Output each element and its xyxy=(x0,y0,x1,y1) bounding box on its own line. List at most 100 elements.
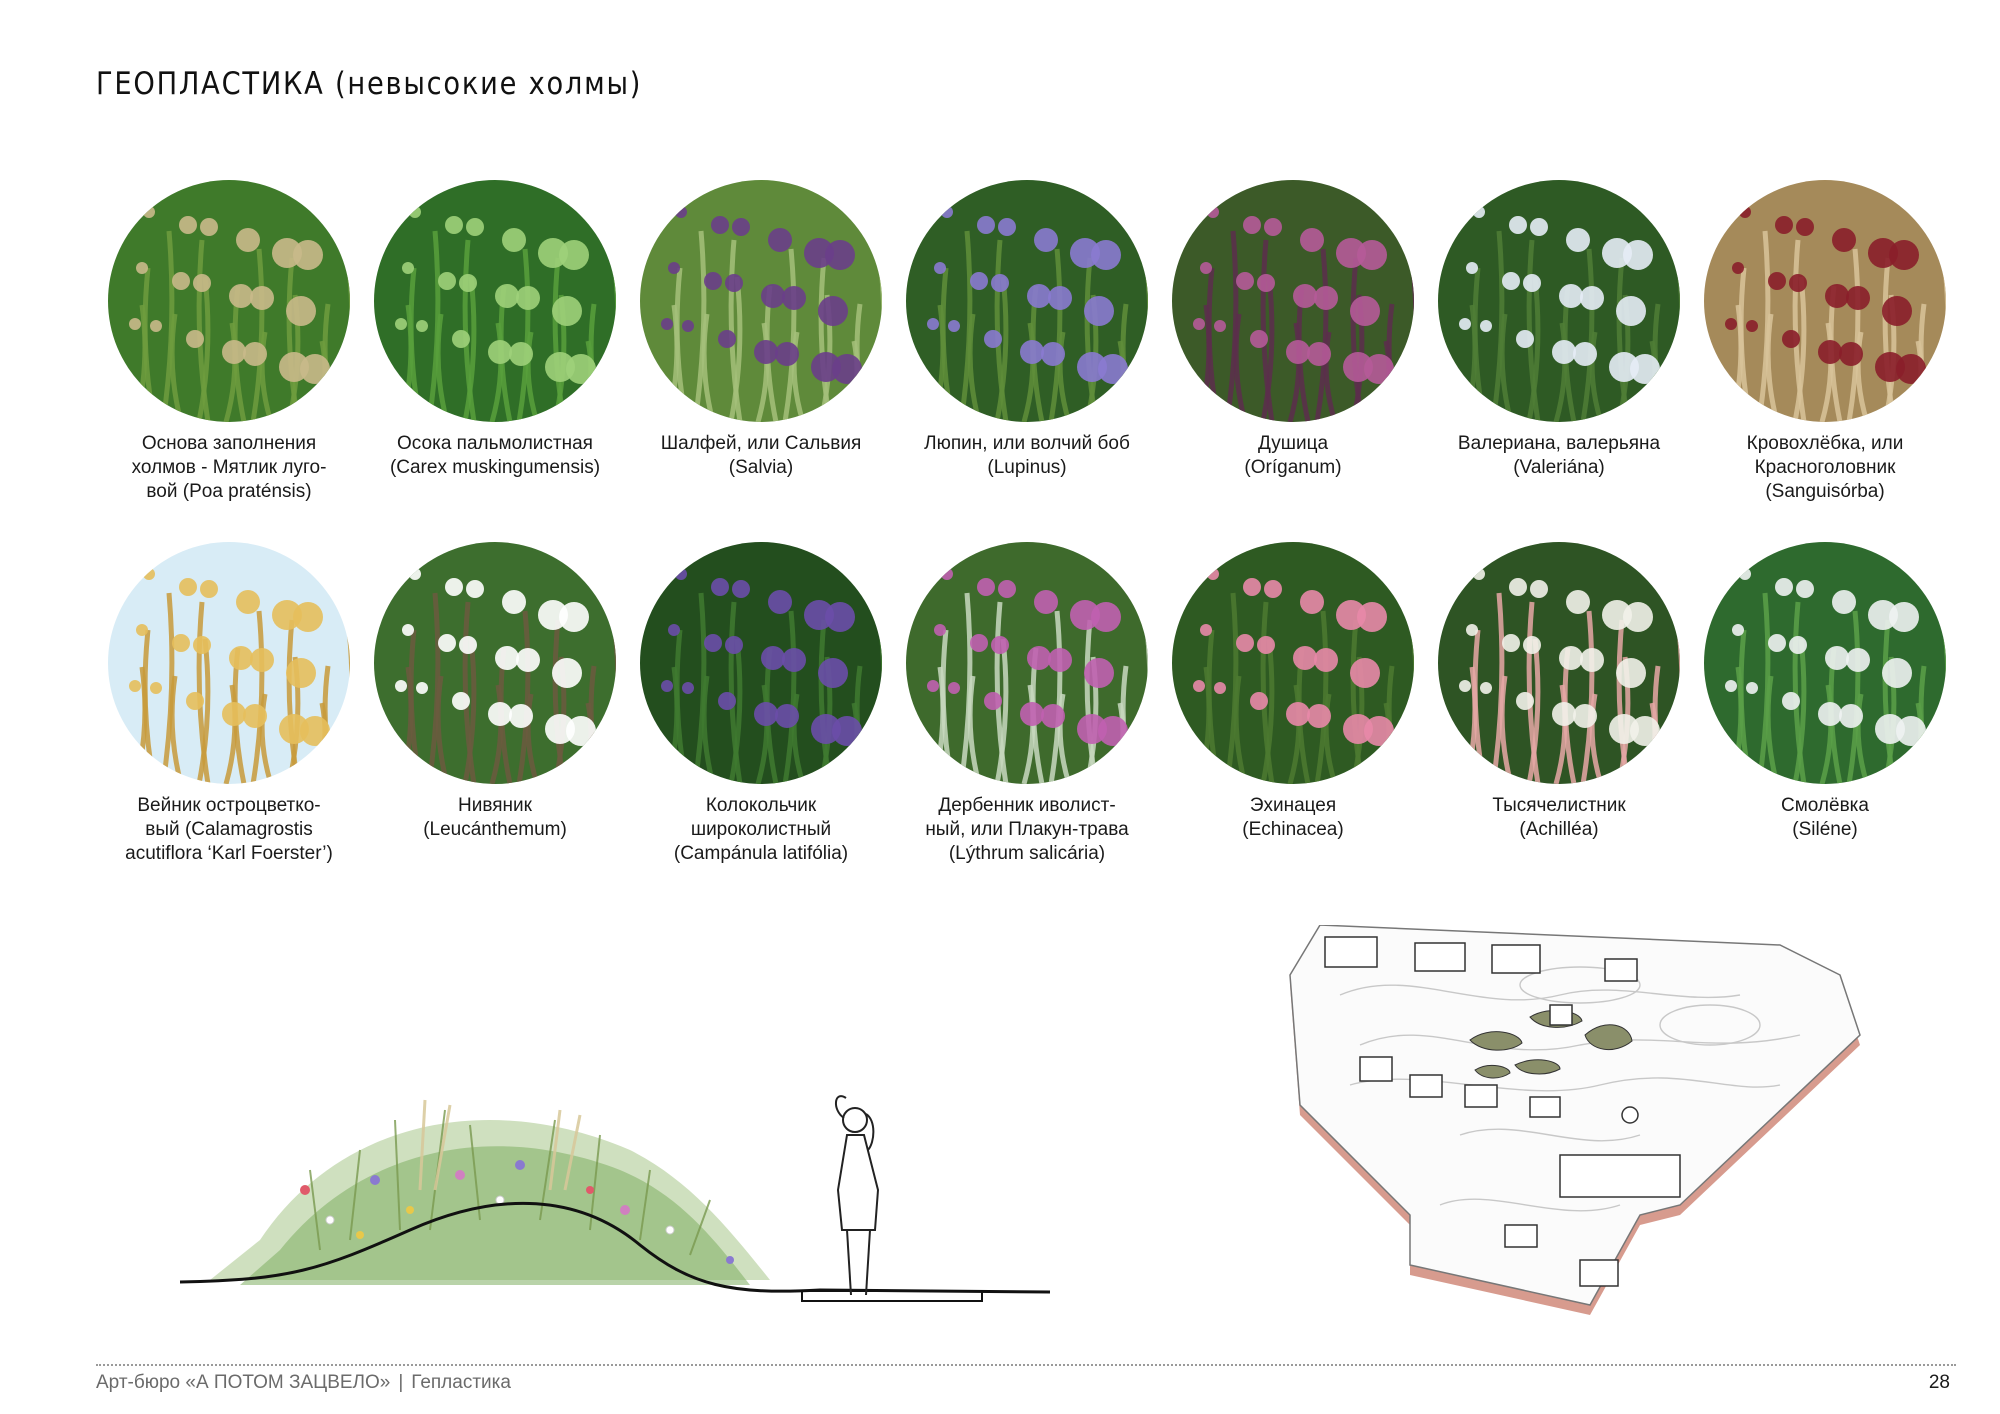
plant-card: Смолёвка (Siléne) xyxy=(1692,542,1958,842)
plant-caption-line: Красноголовник xyxy=(1754,457,1896,478)
plant-card: Люпин, или волчий боб (Lupinus) xyxy=(894,180,1160,480)
lupine-icon xyxy=(906,180,1148,422)
plant-caption-line: (Salvia) xyxy=(728,457,794,478)
plant-caption-line: Вейник остроцветко- xyxy=(137,795,321,816)
plant-caption: Тысячелистник (Achilléa) xyxy=(1426,794,1692,842)
plant-caption: Шалфей, или Сальвия (Salvia) xyxy=(628,432,894,480)
plant-caption: Смолёвка (Siléne) xyxy=(1692,794,1958,842)
plant-caption-line: вой (Poa praténsis) xyxy=(146,481,312,502)
plant-caption-line: (Oríganum) xyxy=(1244,457,1342,478)
plant-photo xyxy=(1704,542,1946,784)
plant-caption-line: Эхинацея xyxy=(1249,795,1337,816)
plant-caption-line: acutiflora ‘Karl Foerster’) xyxy=(125,843,333,864)
plant-card: Душица (Oríganum) xyxy=(1160,180,1426,480)
footer-studio: Арт-бюро «А ПОТОМ ЗАЦВЕЛО» xyxy=(96,1372,391,1393)
plant-caption-line: (Sanguisórba) xyxy=(1765,481,1885,502)
loosestrife-icon xyxy=(906,542,1148,784)
page-title: ГЕОПЛАСТИКА (невысокие холмы) xyxy=(96,66,643,102)
plant-caption-line: (Lupinus) xyxy=(987,457,1067,478)
plant-photo xyxy=(1704,180,1946,422)
plant-photo xyxy=(906,180,1148,422)
plant-caption-line: (Siléne) xyxy=(1792,819,1858,840)
plant-caption-line: (Carex muskingumensis) xyxy=(389,457,601,478)
plant-caption: Душица (Oríganum) xyxy=(1160,432,1426,480)
footer-separator: | xyxy=(398,1372,404,1393)
plant-photo xyxy=(374,180,616,422)
plant-card: Эхинацея (Echinacea) xyxy=(1160,542,1426,842)
plant-grid: Основа заполнения холмов - Мятлик луго-во… xyxy=(96,180,1956,880)
hill-section-illustration xyxy=(179,1095,1051,1302)
plant-photo xyxy=(640,542,882,784)
daisy-icon xyxy=(374,542,616,784)
plant-caption-line: Колокольчик xyxy=(705,795,817,816)
plant-caption-line: Нивяник xyxy=(458,795,532,816)
valerian-icon xyxy=(1438,180,1680,422)
plant-photo xyxy=(1438,180,1680,422)
plant-caption-line: (Achilléa) xyxy=(1519,819,1599,840)
page-number: 28 xyxy=(1928,1372,1950,1393)
plant-caption-line: (Campánula latifólia) xyxy=(673,843,849,864)
plant-caption-line: ный, или Плакун-трава xyxy=(925,819,1129,840)
plant-caption: Люпин, или волчий боб (Lupinus) xyxy=(894,432,1160,480)
plant-caption-line: Тысячелистник xyxy=(1492,795,1626,816)
plant-caption-line: Дербенник иволист- xyxy=(938,795,1116,816)
plant-card: Основа заполнения холмов - Мятлик луго-во… xyxy=(96,180,362,504)
plant-caption-line: Смолёвка xyxy=(1781,795,1869,816)
plant-caption-line: вый (Calamagrostis xyxy=(145,819,313,840)
plant-caption-line: Осока пальмолистная xyxy=(397,433,593,454)
plant-card: Вейник остроцветко-вый (Calamagrostis acu… xyxy=(96,542,362,866)
plant-card: Осока пальмолистная (Carex muskingumensis… xyxy=(362,180,628,480)
plant-caption-line: Шалфей, или Сальвия xyxy=(660,433,862,454)
salvia-icon xyxy=(640,180,882,422)
path-slab xyxy=(801,1290,983,1302)
site-plan-illustration xyxy=(1289,925,1861,1315)
yarrow-icon xyxy=(1438,542,1680,784)
plant-caption-line: Люпин, или волчий боб xyxy=(924,433,1130,454)
plant-photo xyxy=(108,180,350,422)
plant-card: Дербенник иволист-ный, или Плакун-трава (… xyxy=(894,542,1160,866)
oregano-icon xyxy=(1172,180,1414,422)
plant-caption-line: Валериана, валерьяна xyxy=(1457,433,1661,454)
footer-section: Гепластика xyxy=(411,1372,511,1393)
plant-photo xyxy=(1438,542,1680,784)
plant-card: Шалфей, или Сальвия (Salvia) xyxy=(628,180,894,480)
plant-caption-line: (Echinacea) xyxy=(1242,819,1344,840)
silene-icon xyxy=(1704,542,1946,784)
plant-caption: Нивяник (Leucánthemum) xyxy=(362,794,628,842)
plant-caption-line: (Lýthrum salicária) xyxy=(948,843,1106,864)
plant-caption: Вейник остроцветко-вый (Calamagrostis acu… xyxy=(96,794,362,866)
plant-caption-line: Кровохлёбка, или xyxy=(1746,433,1904,454)
plant-card: Тысячелистник (Achilléa) xyxy=(1426,542,1692,842)
plant-caption-line: Душица xyxy=(1257,433,1329,454)
bellflower-icon xyxy=(640,542,882,784)
footer-credits: Арт-бюро «А ПОТОМ ЗАЦВЕЛО» | Гепластика xyxy=(96,1372,511,1394)
feather-reed-grass-icon xyxy=(108,542,350,784)
plant-card: Валериана, валерьяна (Valeriána) xyxy=(1426,180,1692,480)
plant-photo xyxy=(1172,542,1414,784)
echinacea-icon xyxy=(1172,542,1414,784)
footer-rule xyxy=(96,1364,1956,1366)
plant-caption-line: холмов - Мятлик луго- xyxy=(131,457,327,478)
meadow-grass-icon xyxy=(108,180,350,422)
plant-caption: Эхинацея (Echinacea) xyxy=(1160,794,1426,842)
plant-photo xyxy=(1172,180,1414,422)
plant-caption: Осока пальмолистная (Carex muskingumensis… xyxy=(362,432,628,480)
burnet-icon xyxy=(1704,180,1946,422)
plant-caption: Дербенник иволист-ный, или Плакун-трава (… xyxy=(894,794,1160,866)
person-figure xyxy=(835,1095,880,1296)
meadow-planting xyxy=(210,1099,770,1285)
plant-photo xyxy=(108,542,350,784)
plant-caption: Валериана, валерьяна (Valeriána) xyxy=(1426,432,1692,480)
sedge-icon xyxy=(374,180,616,422)
plant-photo xyxy=(640,180,882,422)
plant-caption: Основа заполнения холмов - Мятлик луго-во… xyxy=(96,432,362,504)
plant-photo xyxy=(374,542,616,784)
plant-caption-line: (Leucánthemum) xyxy=(423,819,567,840)
plant-card: Нивяник (Leucánthemum) xyxy=(362,542,628,842)
plant-caption-line: (Valeriána) xyxy=(1513,457,1605,478)
plant-caption-line: Основа заполнения xyxy=(141,433,317,454)
